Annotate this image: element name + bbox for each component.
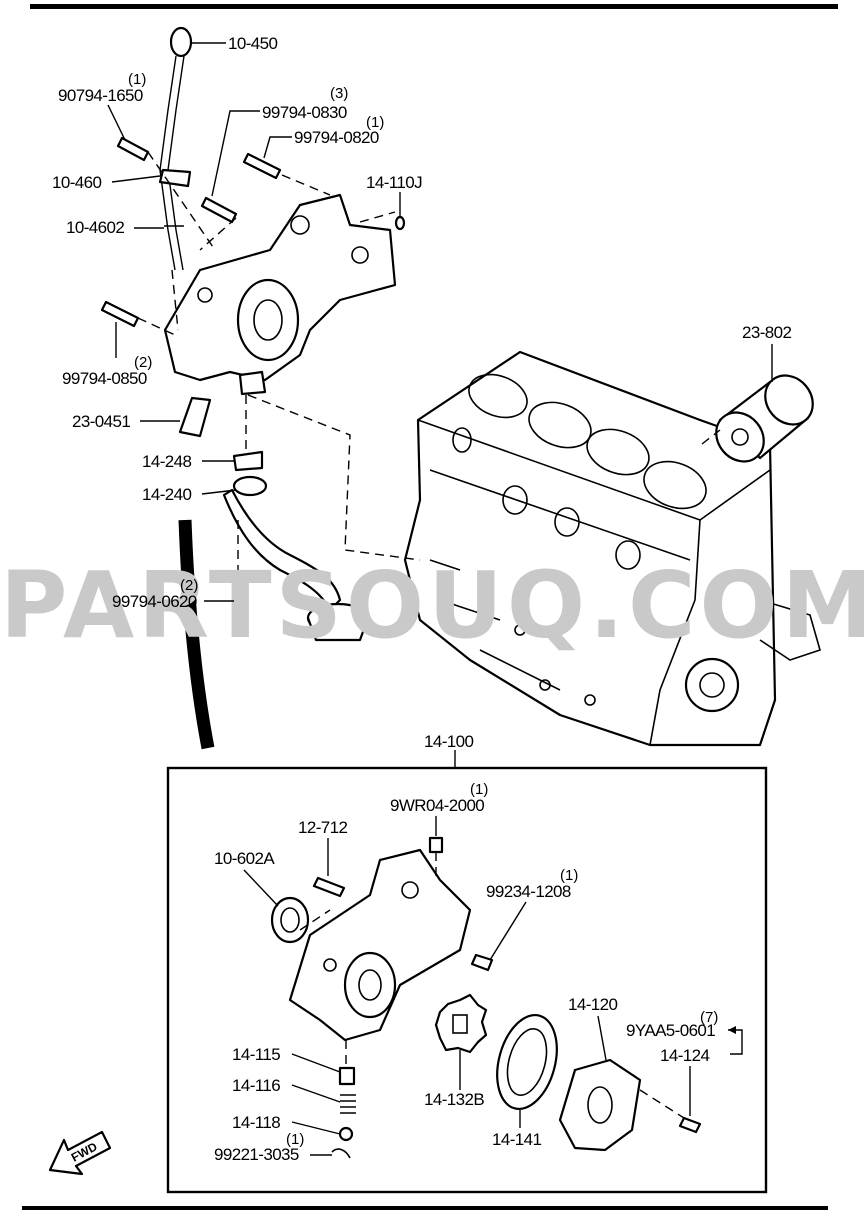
- dipstick-illustration: [158, 26, 193, 271]
- callout-14-124[interactable]: 14-124: [660, 1046, 710, 1065]
- callout-14-110J[interactable]: 14-110J: [366, 173, 423, 192]
- qty-99794-0620: (2): [180, 577, 198, 594]
- bottom-border-rule: [22, 1206, 828, 1210]
- oil-pump-upper-illustration: [163, 193, 397, 396]
- qty-9YAA5-0601: (7): [700, 1009, 718, 1026]
- callout-99794-0820[interactable]: 99794-0820: [294, 128, 379, 147]
- engine-block-illustration: [403, 350, 821, 747]
- callout-10-450[interactable]: 10-450: [228, 34, 278, 53]
- qty-99794-0830: (3): [330, 85, 348, 102]
- callout-14-248[interactable]: 14-248: [142, 452, 192, 471]
- callout-10-602A[interactable]: 10-602A: [214, 849, 276, 868]
- callout-9WR04-2000[interactable]: 9WR04-2000: [390, 796, 485, 815]
- callout-23-0451[interactable]: 23-0451: [72, 412, 131, 431]
- callout-99794-0620[interactable]: 99794-0620: [112, 592, 197, 611]
- qty-99794-0850: (2): [134, 354, 152, 371]
- callout-14-240[interactable]: 14-240: [142, 485, 192, 504]
- qty-90794-1650: (1): [128, 71, 146, 88]
- callout-14-132B[interactable]: 14-132B: [424, 1090, 485, 1109]
- callout-14-100[interactable]: 14-100: [424, 732, 474, 751]
- callout-14-118[interactable]: 14-118: [232, 1113, 281, 1132]
- callout-14-120[interactable]: 14-120: [568, 995, 618, 1014]
- oil-strainer-illustration: [178, 396, 370, 642]
- fasteners-upper: [100, 136, 406, 328]
- bracket-9yaa5: [728, 1029, 743, 1055]
- qty-99794-0820: (1): [366, 114, 384, 131]
- qty-9WR04-2000: (1): [470, 781, 488, 798]
- top-border-rule: [30, 4, 838, 9]
- callout-99794-0850[interactable]: 99794-0850: [62, 369, 147, 388]
- callout-99221-3035[interactable]: 99221-3035: [214, 1145, 299, 1164]
- oil-pump-lower-illustration: [270, 836, 702, 1159]
- fwd-arrow-icon: FWD: [48, 1130, 112, 1176]
- callout-14-116[interactable]: 14-116: [232, 1076, 281, 1095]
- callout-9YAA5-0601[interactable]: 9YAA5-0601: [626, 1021, 716, 1040]
- timing-belt-line: [178, 519, 215, 750]
- callout-99234-1208[interactable]: 99234-1208: [486, 882, 571, 901]
- callout-14-141[interactable]: 14-141: [492, 1130, 542, 1149]
- callout-99794-0830[interactable]: 99794-0830: [262, 103, 347, 122]
- assembly-dashed-lines-lower: [299, 852, 685, 1119]
- callout-10-4602[interactable]: 10-4602: [66, 218, 125, 237]
- callout-12-712[interactable]: 12-712: [298, 818, 348, 837]
- qty-99234-1208: (1): [560, 867, 578, 884]
- callout-10-460[interactable]: 10-460: [52, 173, 102, 192]
- assembly-dashed-lines: [137, 151, 721, 580]
- callout-23-802[interactable]: 23-802: [742, 323, 792, 342]
- qty-99221-3035: (1): [286, 1131, 304, 1148]
- callout-90794-1650[interactable]: 90794-1650: [58, 86, 143, 105]
- callout-14-115[interactable]: 14-115: [232, 1045, 281, 1064]
- arrowhead-icon: [728, 1026, 736, 1034]
- watermark: PARTSOUQ.COM: [0, 552, 864, 659]
- assembly-frame: [166, 766, 768, 1194]
- oil-filter-illustration: [715, 374, 814, 463]
